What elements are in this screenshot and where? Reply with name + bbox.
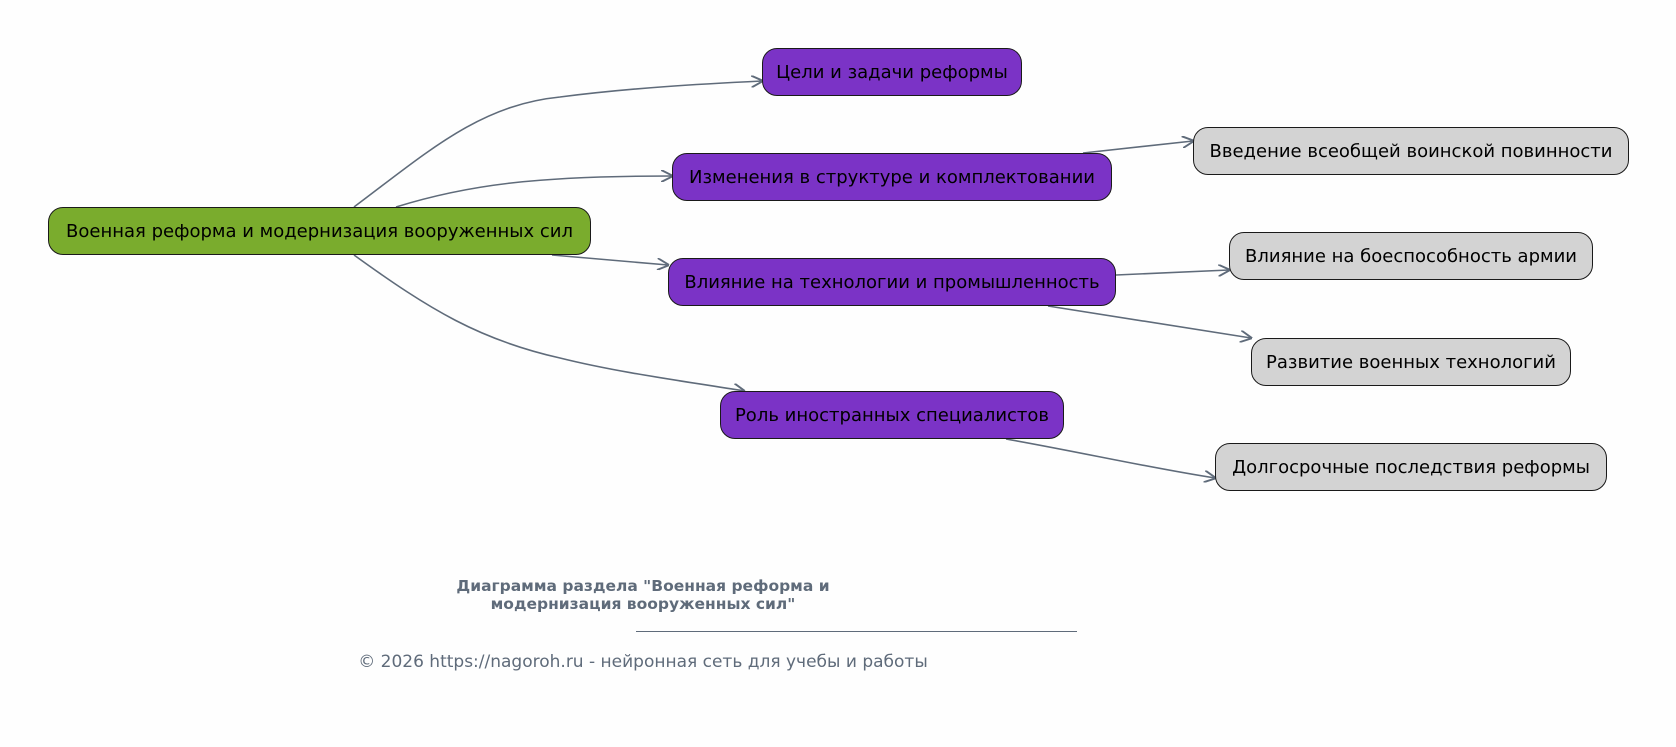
branch-node-technology: Влияние на технологии и промышленность [668,258,1116,306]
branch-node-goals: Цели и задачи реформы [762,48,1022,96]
edge-foreign-to-long-term [1005,438,1215,478]
edge-technology-to-combat-readiness [1115,270,1229,275]
edge-root-to-structure [395,176,672,208]
edge-root-to-foreign-specialists [353,254,744,391]
edge-root-to-goals [353,81,762,208]
diagram-caption-title: Диаграмма раздела "Военная реформа и мод… [0,577,1286,613]
leaf-node-long-term-consequences: Долгосрочные последствия реформы [1215,443,1607,491]
edge-root-to-technology [551,254,668,265]
caption-title-line-1: Диаграмма раздела "Военная реформа и [456,577,830,595]
root-node-military-reform: Военная реформа и модернизация вооруженн… [48,207,591,255]
leaf-node-conscription: Введение всеобщей воинской повинности [1193,127,1629,175]
copyright-notice: © 2026 https://nagoroh.ru - нейронная се… [358,652,928,672]
branch-node-structure: Изменения в структуре и комплектовании [672,153,1112,201]
edge-technology-to-military-tech [1047,305,1251,338]
leaf-node-combat-readiness: Влияние на боеспособность армии [1229,232,1593,280]
leaf-node-military-tech: Развитие военных технологий [1251,338,1571,386]
caption-title-line-2: модернизация вооруженных сил" [490,595,796,613]
edge-structure-to-conscription [1082,141,1193,154]
caption-divider [636,631,1077,632]
branch-node-foreign-specialists: Роль иностранных специалистов [720,391,1064,439]
